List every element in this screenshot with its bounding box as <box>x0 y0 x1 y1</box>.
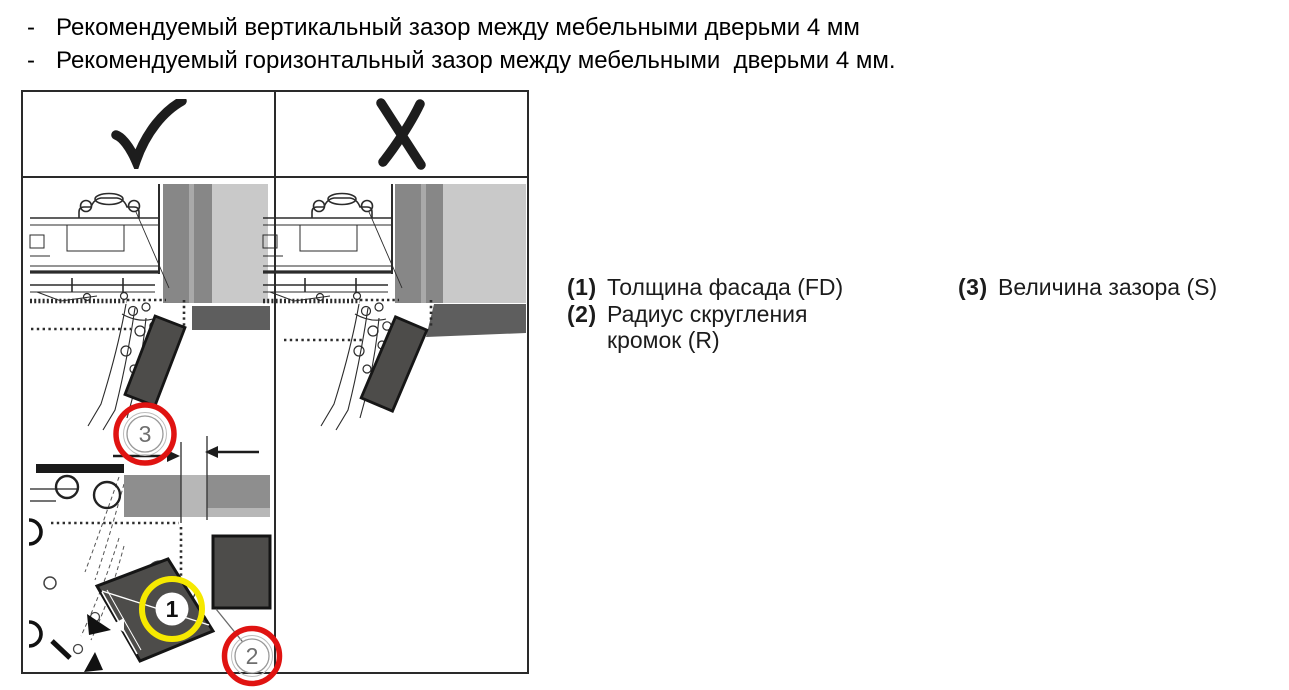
incorrect-diagram-cell <box>276 178 527 672</box>
cabinet-side-panel <box>395 184 526 303</box>
bullet-line-horizontal-gap: - Рекомендуемый горизонтальный зазор меж… <box>27 44 896 77</box>
svg-text:2: 2 <box>246 643 259 669</box>
correct-diagram-cell: 1 3 2 <box>23 178 283 687</box>
bullet-marker: - <box>27 14 35 41</box>
bullet-text: Рекомендуемый вертикальный зазор между м… <box>56 14 860 41</box>
furniture-door-front <box>94 557 216 663</box>
gap-measure-lines <box>180 436 208 523</box>
gap-guide-dotted-lines <box>284 300 433 342</box>
adjacent-door-edge <box>426 304 526 337</box>
bullet-text: Рекомендуемый горизонтальный зазор между… <box>56 47 896 74</box>
cabinet-front-edge <box>36 464 124 473</box>
legend-item-number: (2) <box>567 300 597 327</box>
svg-text:3: 3 <box>139 421 152 447</box>
legend-item-number: (1) <box>567 274 597 300</box>
legend-item-label: Толщина фасада (FD) <box>607 274 844 300</box>
svg-text:1: 1 <box>166 596 179 622</box>
legend-item-number: (3) <box>958 274 988 300</box>
legend-item-3: (3) Величина зазора (S) <box>958 274 1217 301</box>
figure-body-row: 1 3 2 <box>23 178 527 687</box>
incorrect-hinge-diagram <box>276 178 526 672</box>
incorrect-column-header <box>276 92 527 176</box>
legend-item-label: Величина зазора (S) <box>998 274 1218 300</box>
bullet-list: - Рекомендуемый вертикальный зазор между… <box>27 11 896 77</box>
cabinet-top-rail <box>124 475 270 517</box>
adjacent-door-section <box>211 534 272 610</box>
callout-2: 2 <box>221 625 283 687</box>
callout-1: 1 <box>139 576 205 642</box>
gap-guide-dotted-lines <box>31 300 186 331</box>
legend-item-1: (1) Толщина фасада (FD) <box>567 274 843 301</box>
legend-column-left: (1) Толщина фасада (FD) (2) Радиус скруг… <box>567 274 843 354</box>
bullet-marker: - <box>27 47 35 74</box>
bullet-line-vertical-gap: - Рекомендуемый вертикальный зазор между… <box>27 11 896 44</box>
check-icon <box>110 99 187 169</box>
cross-icon <box>375 98 426 170</box>
furniture-door-colliding <box>359 315 429 413</box>
correct-hinge-diagram: 1 3 2 <box>23 178 283 687</box>
callout-3: 3 <box>113 402 177 466</box>
hinge-lever-parts <box>28 518 111 672</box>
legend-item-2: (2) Радиус скругления кромок (R) <box>567 301 843 354</box>
adjacent-door-edge <box>192 306 270 330</box>
furniture-door-open <box>123 314 187 408</box>
hinge-parts <box>30 474 122 510</box>
callout-2-leader <box>215 608 247 647</box>
correct-column-header <box>23 92 276 176</box>
cabinet-side-panel <box>163 184 268 303</box>
legend-column-right: (3) Величина зазора (S) <box>958 274 1217 301</box>
legend-item-label: Радиус скругления кромок (R) <box>607 300 808 354</box>
figure-header-row <box>23 92 527 178</box>
hinge-gap-figure: 1 3 2 <box>21 90 529 687</box>
